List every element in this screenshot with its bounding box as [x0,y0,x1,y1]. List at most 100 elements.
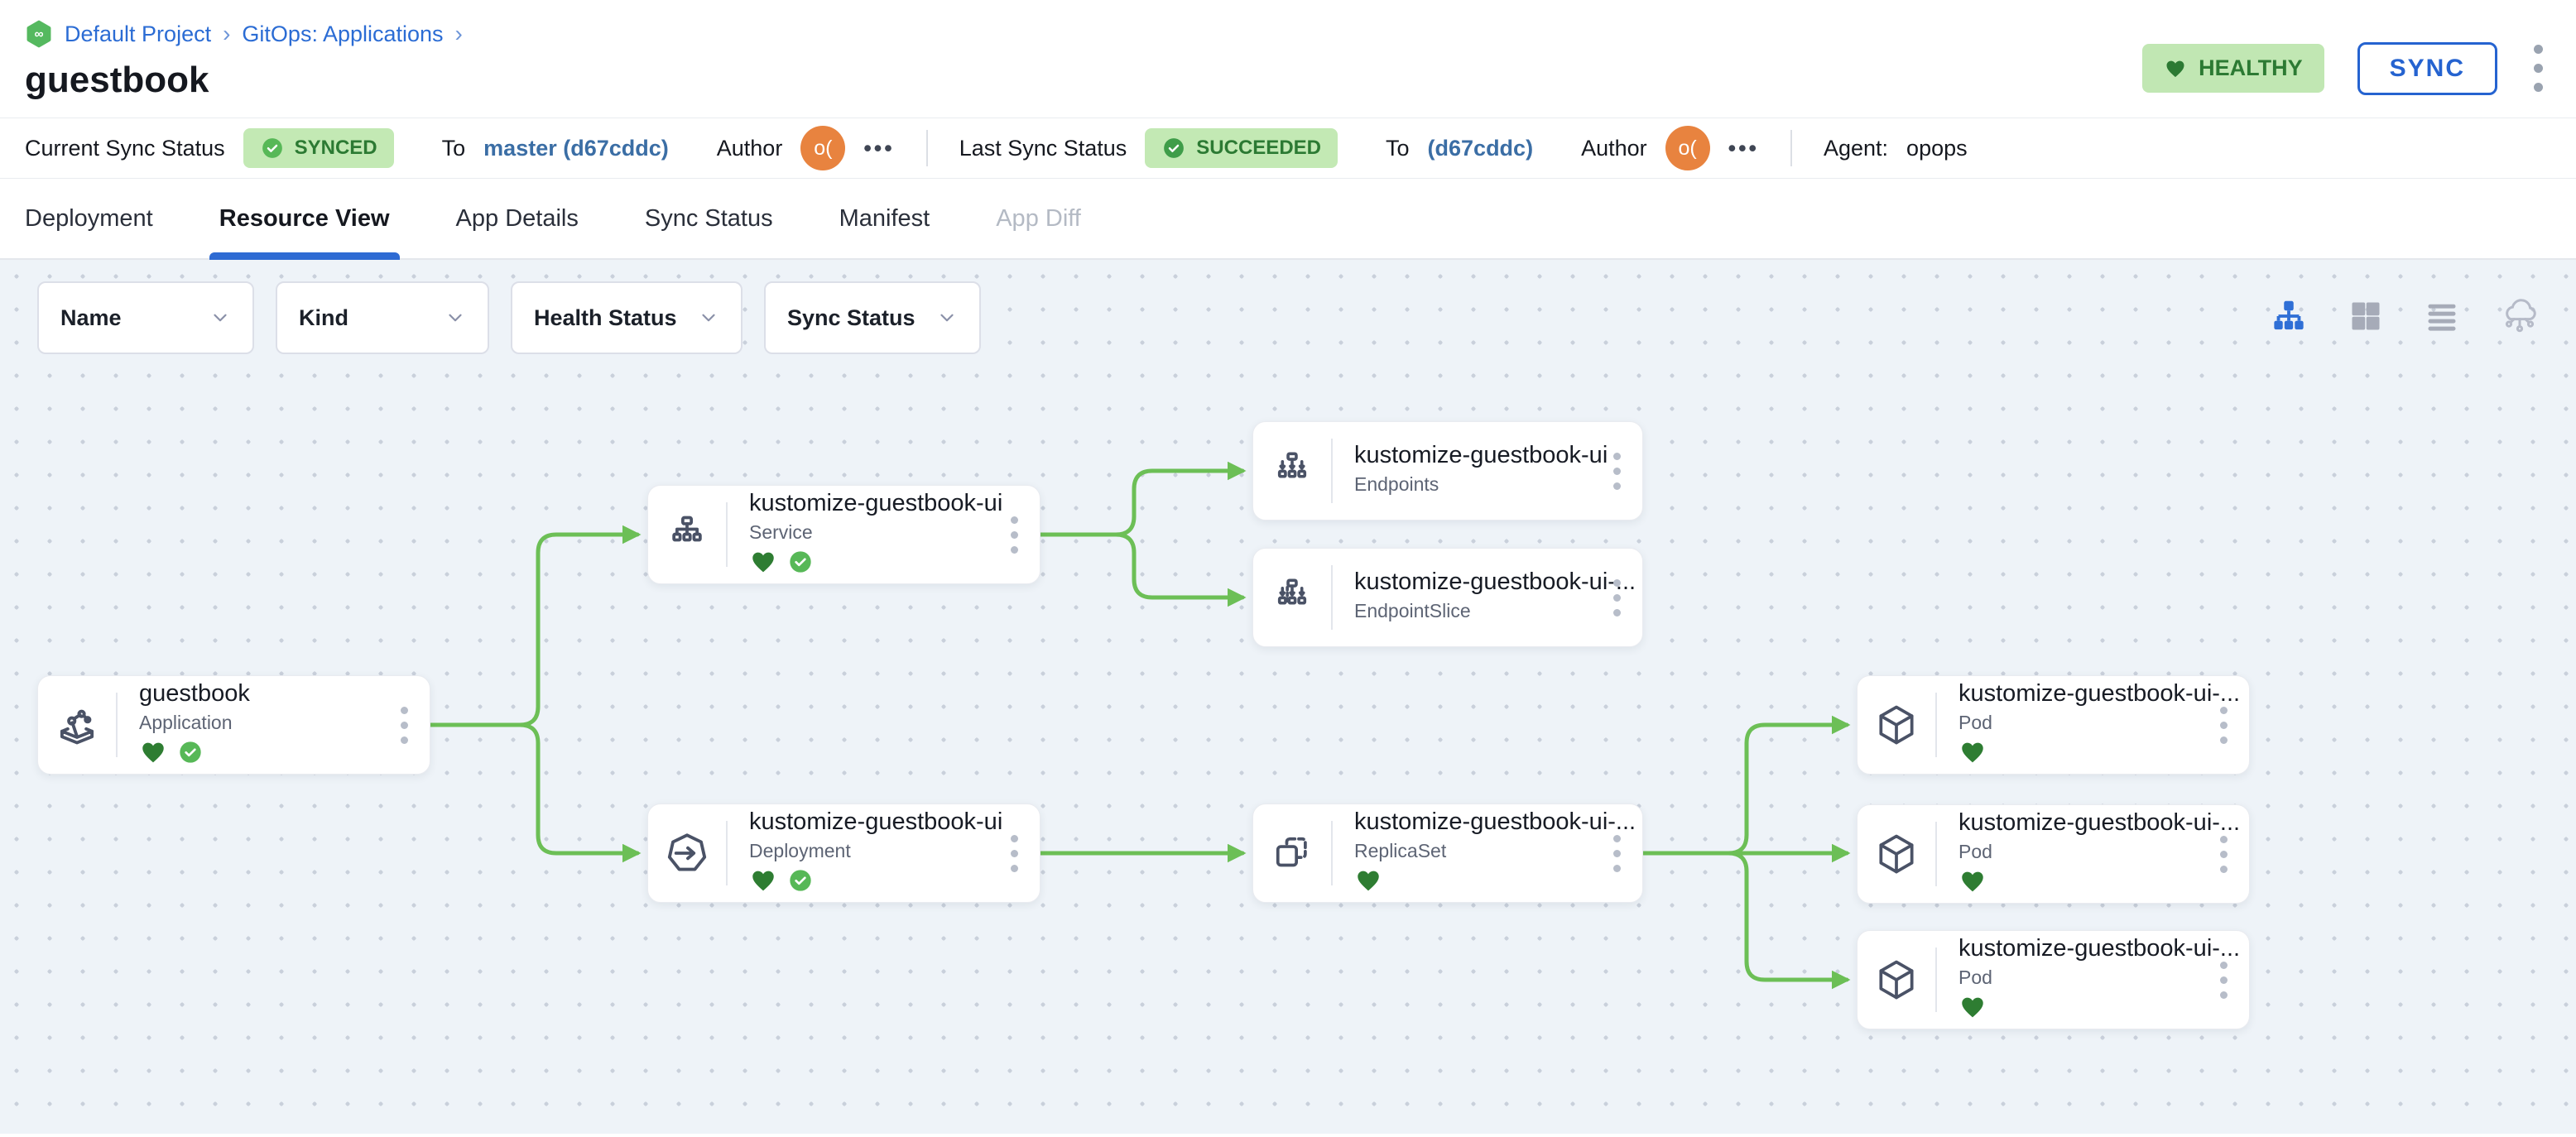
divider [1935,822,1937,886]
breadcrumb-separator: › [454,21,463,46]
breadcrumb-separator: › [223,21,231,46]
last-commit-more-button[interactable]: ••• [1728,135,1759,161]
node-pod-3[interactable]: kustomize-guestbook-ui-... Pod [1857,930,2250,1029]
node-kebab-icon[interactable] [1591,578,1642,616]
filter-bar: Name Kind Health Status Sync Status [37,281,981,354]
page-title: guestbook [25,60,209,100]
grid-view-icon[interactable] [2348,298,2384,334]
deployment-icon [648,829,726,877]
synced-check-icon [787,867,814,898]
node-title: kustomize-guestbook-ui-... [1354,568,1636,595]
tab-resource-view[interactable]: Resource View [209,179,400,260]
divider [116,693,118,757]
kind-filter-label: Kind [299,305,348,330]
list-view-icon[interactable] [2424,298,2460,334]
breadcrumb-project-link[interactable]: Default Project [65,21,212,46]
agent-label: Agent: [1823,135,1889,161]
node-title: kustomize-guestbook-ui-... [1958,808,2241,836]
current-to-label: To [441,135,466,161]
node-title: kustomize-guestbook-ui [1354,442,1608,468]
current-author-label: Author [716,135,783,161]
resource-tree-canvas: Name Kind Health Status Sync Status [0,260,2576,1134]
chevron-down-icon [940,314,954,322]
node-kind: Pod [1958,966,1992,988]
last-to-label: To [1386,135,1410,161]
succeeded-badge-label: SUCCEEDED [1196,137,1321,159]
health-status-filter-select[interactable]: Health Status [511,281,743,354]
node-title: kustomize-guestbook-ui [749,489,1003,516]
last-author-avatar: o( [1665,126,1710,170]
last-commit-link[interactable]: (d67cddc) [1427,135,1534,161]
node-kebab-icon[interactable] [1591,834,1642,872]
node-kebab-icon[interactable] [2198,706,2249,744]
tab-sync-status[interactable]: Sync Status [644,204,773,232]
current-commit-link[interactable]: master (d67cddc) [483,135,669,161]
node-service[interactable]: kustomize-guestbook-ui Service [647,485,1040,584]
agent-value: opops [1906,135,1968,161]
healthy-heart-icon [1354,866,1382,899]
tree-view-icon[interactable] [2270,297,2308,335]
endpointslice-icon [1253,575,1331,620]
divider [1331,821,1333,885]
sync-status-filter-label: Sync Status [787,305,916,330]
health-badge-label: HEALTHY [2199,55,2303,80]
tab-deployment[interactable]: Deployment [25,204,153,232]
divider [1935,693,1937,757]
current-commit-more-button[interactable]: ••• [863,135,895,161]
service-icon [648,511,726,558]
node-replicaset[interactable]: kustomize-guestbook-ui-... ReplicaSet [1252,804,1643,903]
check-circle-icon [1164,138,1185,158]
application-icon [38,701,116,749]
chevron-down-icon [449,314,462,322]
node-endpointslice[interactable]: kustomize-guestbook-ui-... EndpointSlice [1252,548,1643,647]
pod-icon [1858,831,1935,877]
sync-status-bar: Current Sync Status SYNCED To master (d6… [0,118,2576,179]
header-actions: HEALTHY SYNC [2142,41,2546,95]
kind-filter-select[interactable]: Kind [276,281,489,354]
health-status-badge[interactable]: HEALTHY [2142,44,2324,93]
chevron-down-icon [702,314,715,322]
pod-icon [1858,957,1935,1003]
node-kind: Service [749,521,813,543]
sync-button[interactable]: SYNC [2357,41,2497,95]
node-pod-1[interactable]: kustomize-guestbook-ui-... Pod [1857,675,2250,775]
healthy-heart-icon [749,548,777,580]
heart-icon [2166,60,2184,77]
view-mode-switcher [2270,296,2540,336]
sync-status-filter-select[interactable]: Sync Status [764,281,981,354]
node-kind: Pod [1958,711,1992,733]
project-logo-icon: ∞ [26,20,51,48]
node-pod-2[interactable]: kustomize-guestbook-ui-... Pod [1857,804,2250,904]
tab-manifest[interactable]: Manifest [839,204,930,232]
node-kebab-icon[interactable] [1591,452,1642,490]
breadcrumb-section-link[interactable]: GitOps: Applications [242,21,444,46]
node-application-guestbook[interactable]: guestbook Application [37,675,430,775]
node-kebab-icon[interactable] [2198,961,2249,999]
node-deployment[interactable]: kustomize-guestbook-ui Deployment [647,804,1040,903]
divider [1935,948,1937,1012]
health-status-filter-label: Health Status [534,305,677,330]
node-title: guestbook [139,679,250,707]
last-sync-status-label: Last Sync Status [959,135,1127,161]
node-endpoints[interactable]: kustomize-guestbook-ui Endpoints [1252,421,1643,521]
cloud-view-icon[interactable] [2500,296,2540,336]
healthy-heart-icon [1958,993,1987,1025]
tab-app-details[interactable]: App Details [455,204,579,232]
node-kebab-icon[interactable] [988,516,1040,554]
healthy-heart-icon [139,738,167,770]
node-kebab-icon[interactable] [988,834,1040,872]
node-kebab-icon[interactable] [2198,835,2249,873]
divider [726,821,728,885]
app-header: ∞ Default Project › GitOps: Applications… [0,0,2576,118]
divider [1331,565,1333,630]
node-kebab-icon[interactable] [378,706,430,744]
divider [1331,439,1333,503]
app-menu-kebab-icon[interactable] [2530,41,2546,95]
tab-app-diff: App Diff [996,204,1081,232]
node-kind: Endpoints [1354,473,1439,495]
svg-text:∞: ∞ [34,27,43,41]
succeeded-badge: SUCCEEDED [1145,128,1338,168]
divider [726,502,728,567]
name-filter-select[interactable]: Name [37,281,254,354]
current-author-avatar: o( [800,126,846,170]
